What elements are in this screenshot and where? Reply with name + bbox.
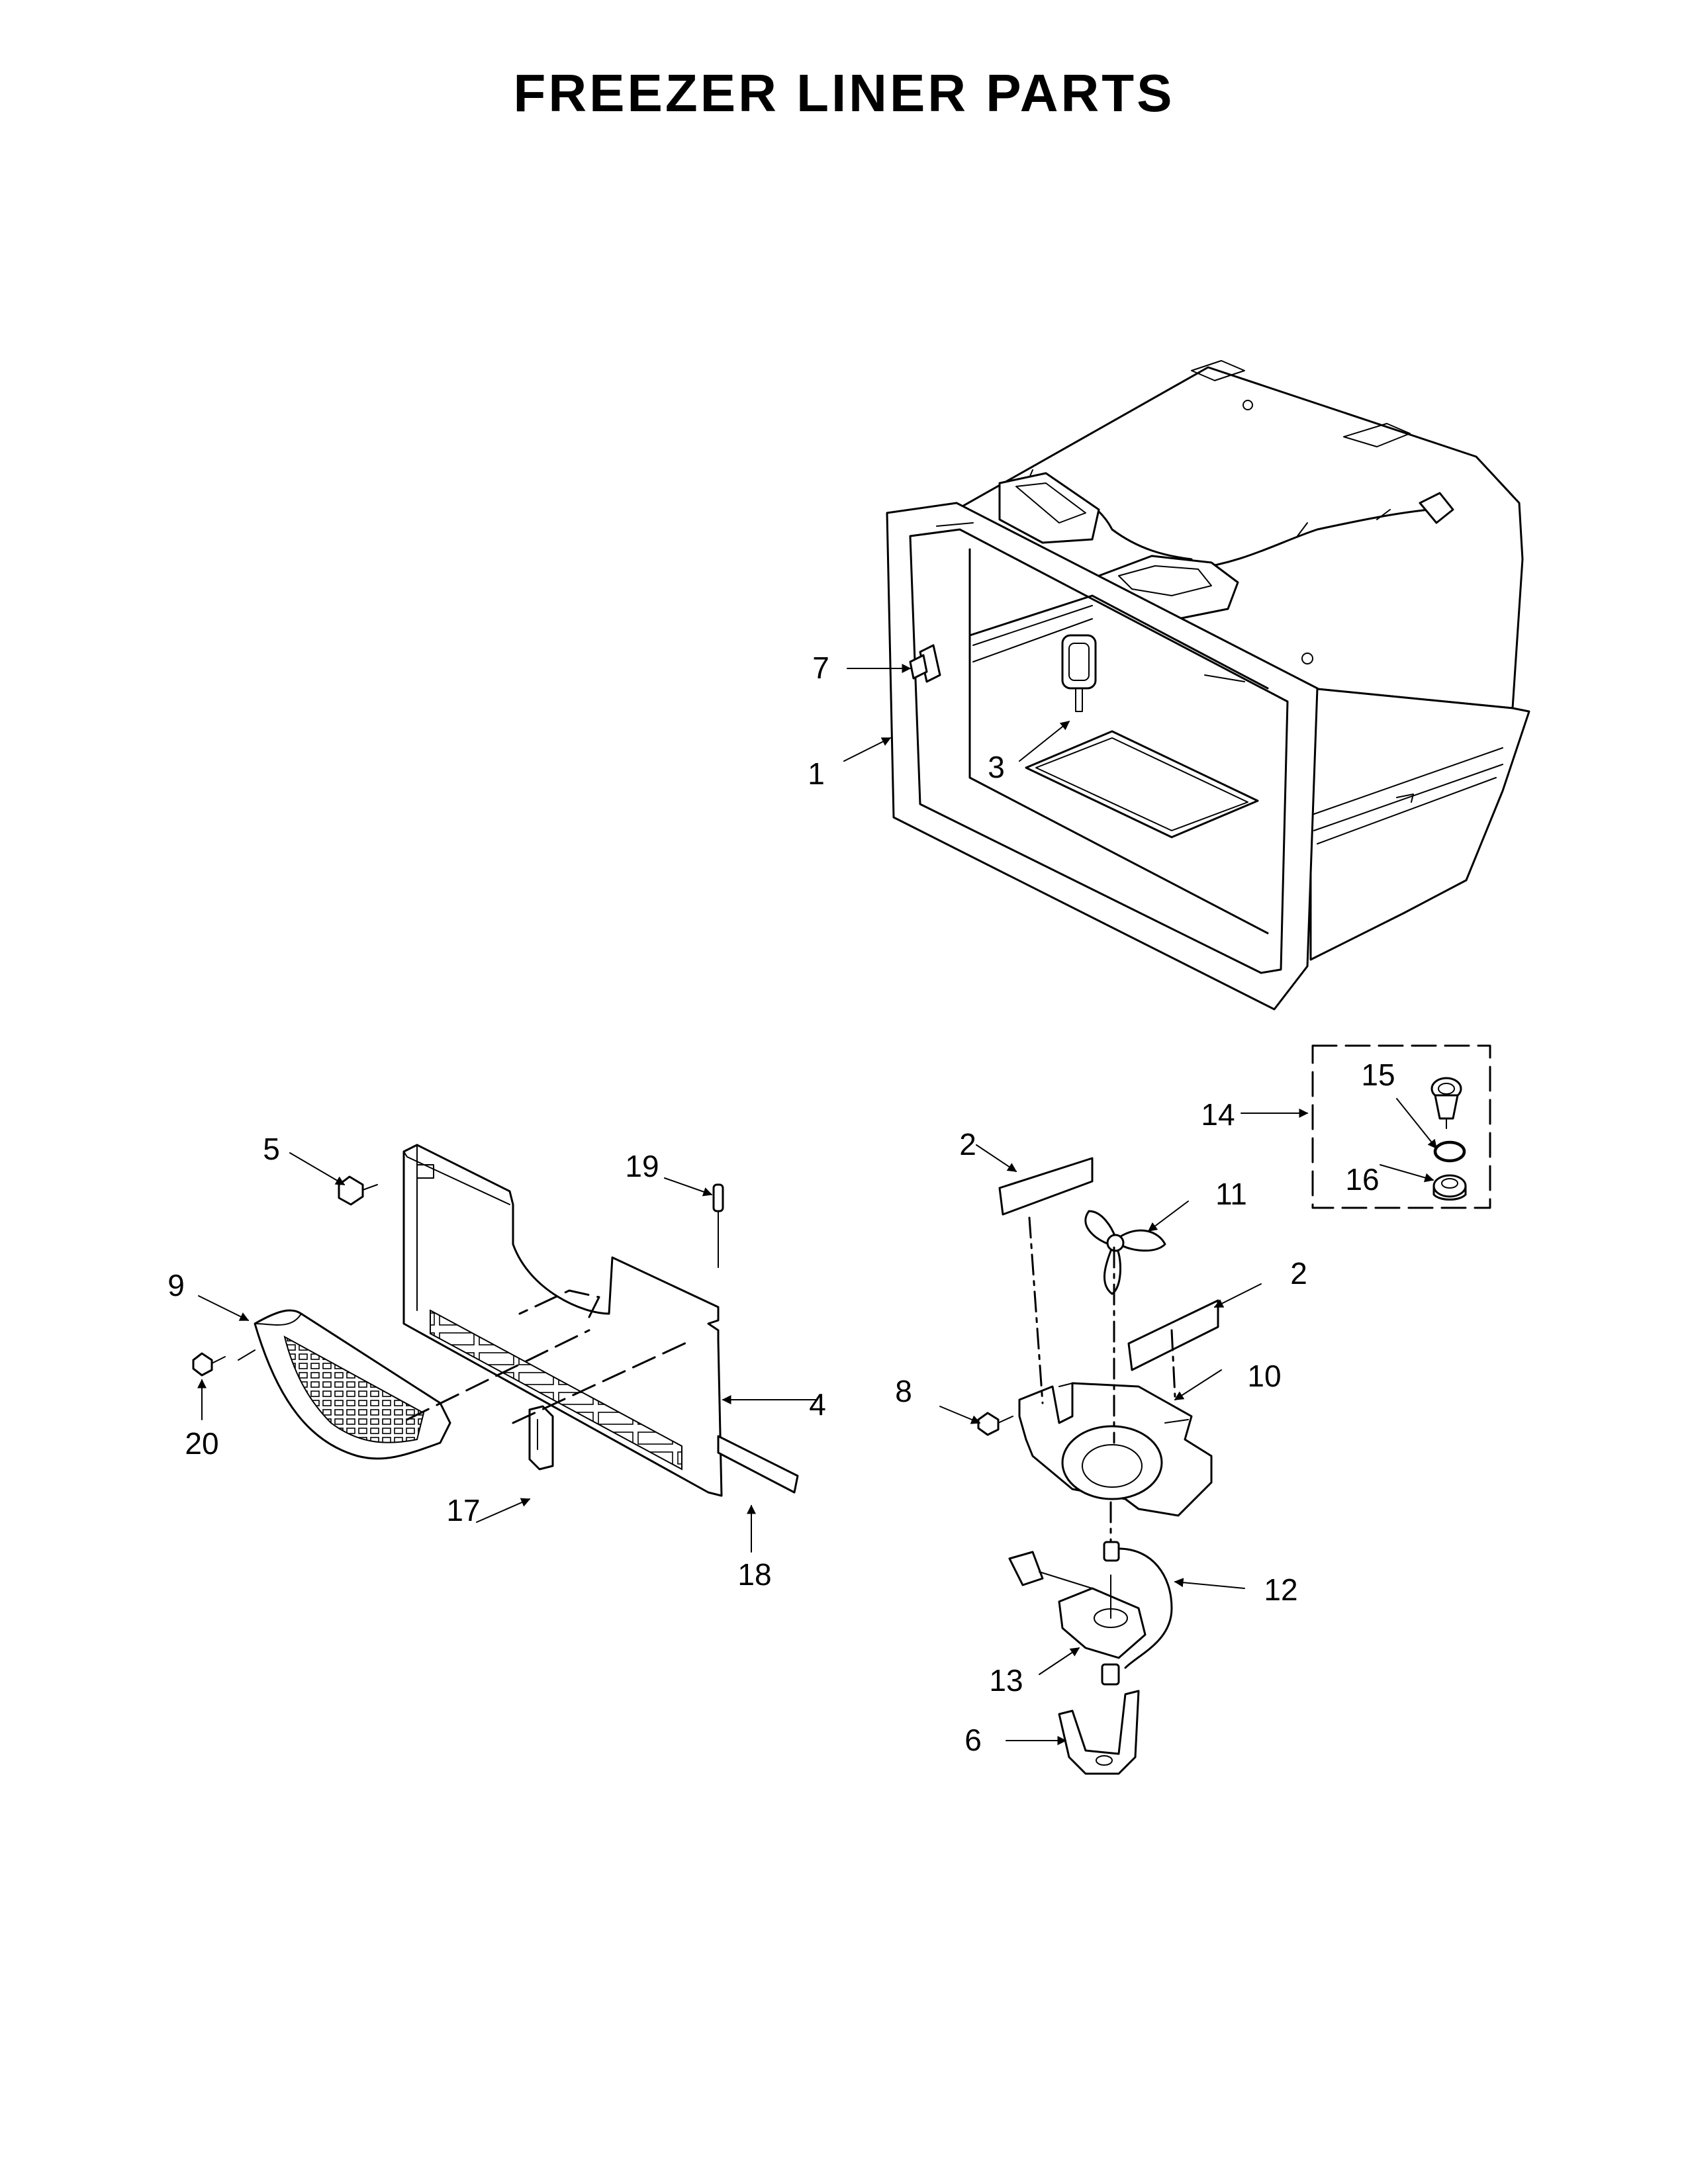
callout-18: 18: [737, 1557, 771, 1592]
evaporator-grille: [254, 1309, 451, 1460]
foam-pad-lower: [1127, 1299, 1219, 1371]
callout-labels: 1 2 2 3 4 5 6 7 8 9 10 11 12 13 14 15 16…: [167, 651, 1395, 1757]
fan-shroud: [1018, 1382, 1213, 1517]
screw-8: [977, 1412, 1013, 1436]
callout-15: 15: [1361, 1058, 1395, 1092]
callout-17: 17: [446, 1493, 480, 1527]
light-housing: [1061, 634, 1097, 712]
callout-1: 1: [808, 756, 825, 791]
foam-pad-upper: [998, 1157, 1094, 1216]
callout-20: 20: [185, 1426, 218, 1461]
callout-leaders: [197, 664, 1437, 1745]
page-title: FREEZER LINER PARTS: [513, 64, 1175, 122]
fan-blade: [1084, 1210, 1166, 1295]
wire-clip: [528, 1405, 554, 1471]
callout-13: 13: [989, 1663, 1023, 1698]
callout-19: 19: [625, 1149, 659, 1183]
callout-5: 5: [263, 1132, 280, 1166]
callout-9: 9: [167, 1268, 185, 1302]
callout-4: 4: [809, 1387, 826, 1422]
callout-10: 10: [1247, 1359, 1281, 1393]
callout-8: 8: [895, 1374, 912, 1408]
screw-5: [338, 1175, 378, 1206]
callout-11: 11: [1215, 1177, 1247, 1211]
assembly-lines: [238, 1216, 1176, 1543]
callout-2b: 2: [1290, 1256, 1307, 1291]
callout-2a: 2: [959, 1127, 976, 1161]
screw-20: [192, 1352, 226, 1377]
callout-14: 14: [1201, 1097, 1235, 1132]
callout-7: 7: [812, 651, 829, 685]
fan-motor: [1008, 1541, 1173, 1686]
freezer-liner: [886, 360, 1530, 1011]
callout-12: 12: [1264, 1572, 1297, 1607]
callout-16: 16: [1345, 1162, 1379, 1197]
drain-gasket: [1433, 1140, 1466, 1163]
drain-strainer: [1430, 1077, 1462, 1129]
drain-seal: [1432, 1174, 1467, 1201]
thermistor-sensor: [712, 1183, 724, 1268]
motor-bracket: [1058, 1690, 1140, 1775]
foam-strip: [717, 1435, 799, 1494]
kit-box: [1311, 1044, 1491, 1209]
door-switch: [909, 644, 941, 683]
callout-6: 6: [964, 1723, 982, 1757]
callout-3: 3: [988, 750, 1005, 784]
evaporator-cover: [402, 1144, 723, 1497]
